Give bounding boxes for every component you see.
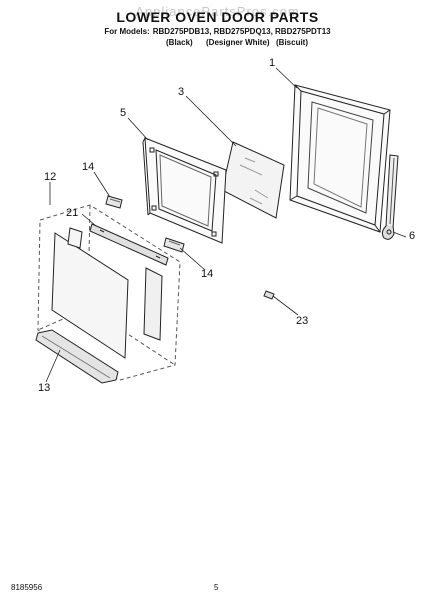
part-13-bottom-trim <box>35 329 119 384</box>
part-21-top-channel <box>89 223 169 266</box>
callout-part-14-lower: 14 <box>201 268 214 280</box>
models-label: For Models: <box>104 27 150 36</box>
finish-biscuit: (Biscuit) <box>276 38 308 47</box>
part-23-clip <box>263 290 275 300</box>
finish-black: (Black) <box>166 38 193 47</box>
callout-part-14-upper: 14 <box>82 161 95 173</box>
doc-number: 8185956 <box>11 583 43 592</box>
part-5-inner-frame <box>142 137 227 244</box>
watermark-text: AppliancePartsPros.com <box>135 4 300 19</box>
callout-part-13: 13 <box>38 382 51 394</box>
callout-part-6: 6 <box>409 230 416 242</box>
callout-part-21: 21 <box>66 207 79 219</box>
page-number: 5 <box>214 583 219 592</box>
finish-designer-white: (Designer White) <box>206 38 270 47</box>
part-6-hinge <box>381 154 399 240</box>
part-3-window-glass <box>221 141 285 219</box>
callout-part-5: 5 <box>120 107 127 119</box>
part-14-upper-bracket <box>105 195 123 209</box>
part-14-lower-bracket <box>163 237 185 253</box>
callout-part-12: 12 <box>44 171 57 183</box>
part-1-outer-door-panel <box>289 84 391 233</box>
callout-part-1: 1 <box>269 57 276 69</box>
leader-lines <box>45 67 407 383</box>
page-title: LOWER OVEN DOOR PARTS <box>116 9 319 25</box>
callout-part-3: 3 <box>178 86 185 98</box>
insulation-panels <box>51 227 163 359</box>
callout-part-23: 23 <box>296 315 309 327</box>
models-list: RBD275PDB13, RBD275PDQ13, RBD275PDT13 <box>152 27 331 36</box>
models-line: For Models:RBD275PDB13, RBD275PDQ13, RBD… <box>0 27 435 36</box>
